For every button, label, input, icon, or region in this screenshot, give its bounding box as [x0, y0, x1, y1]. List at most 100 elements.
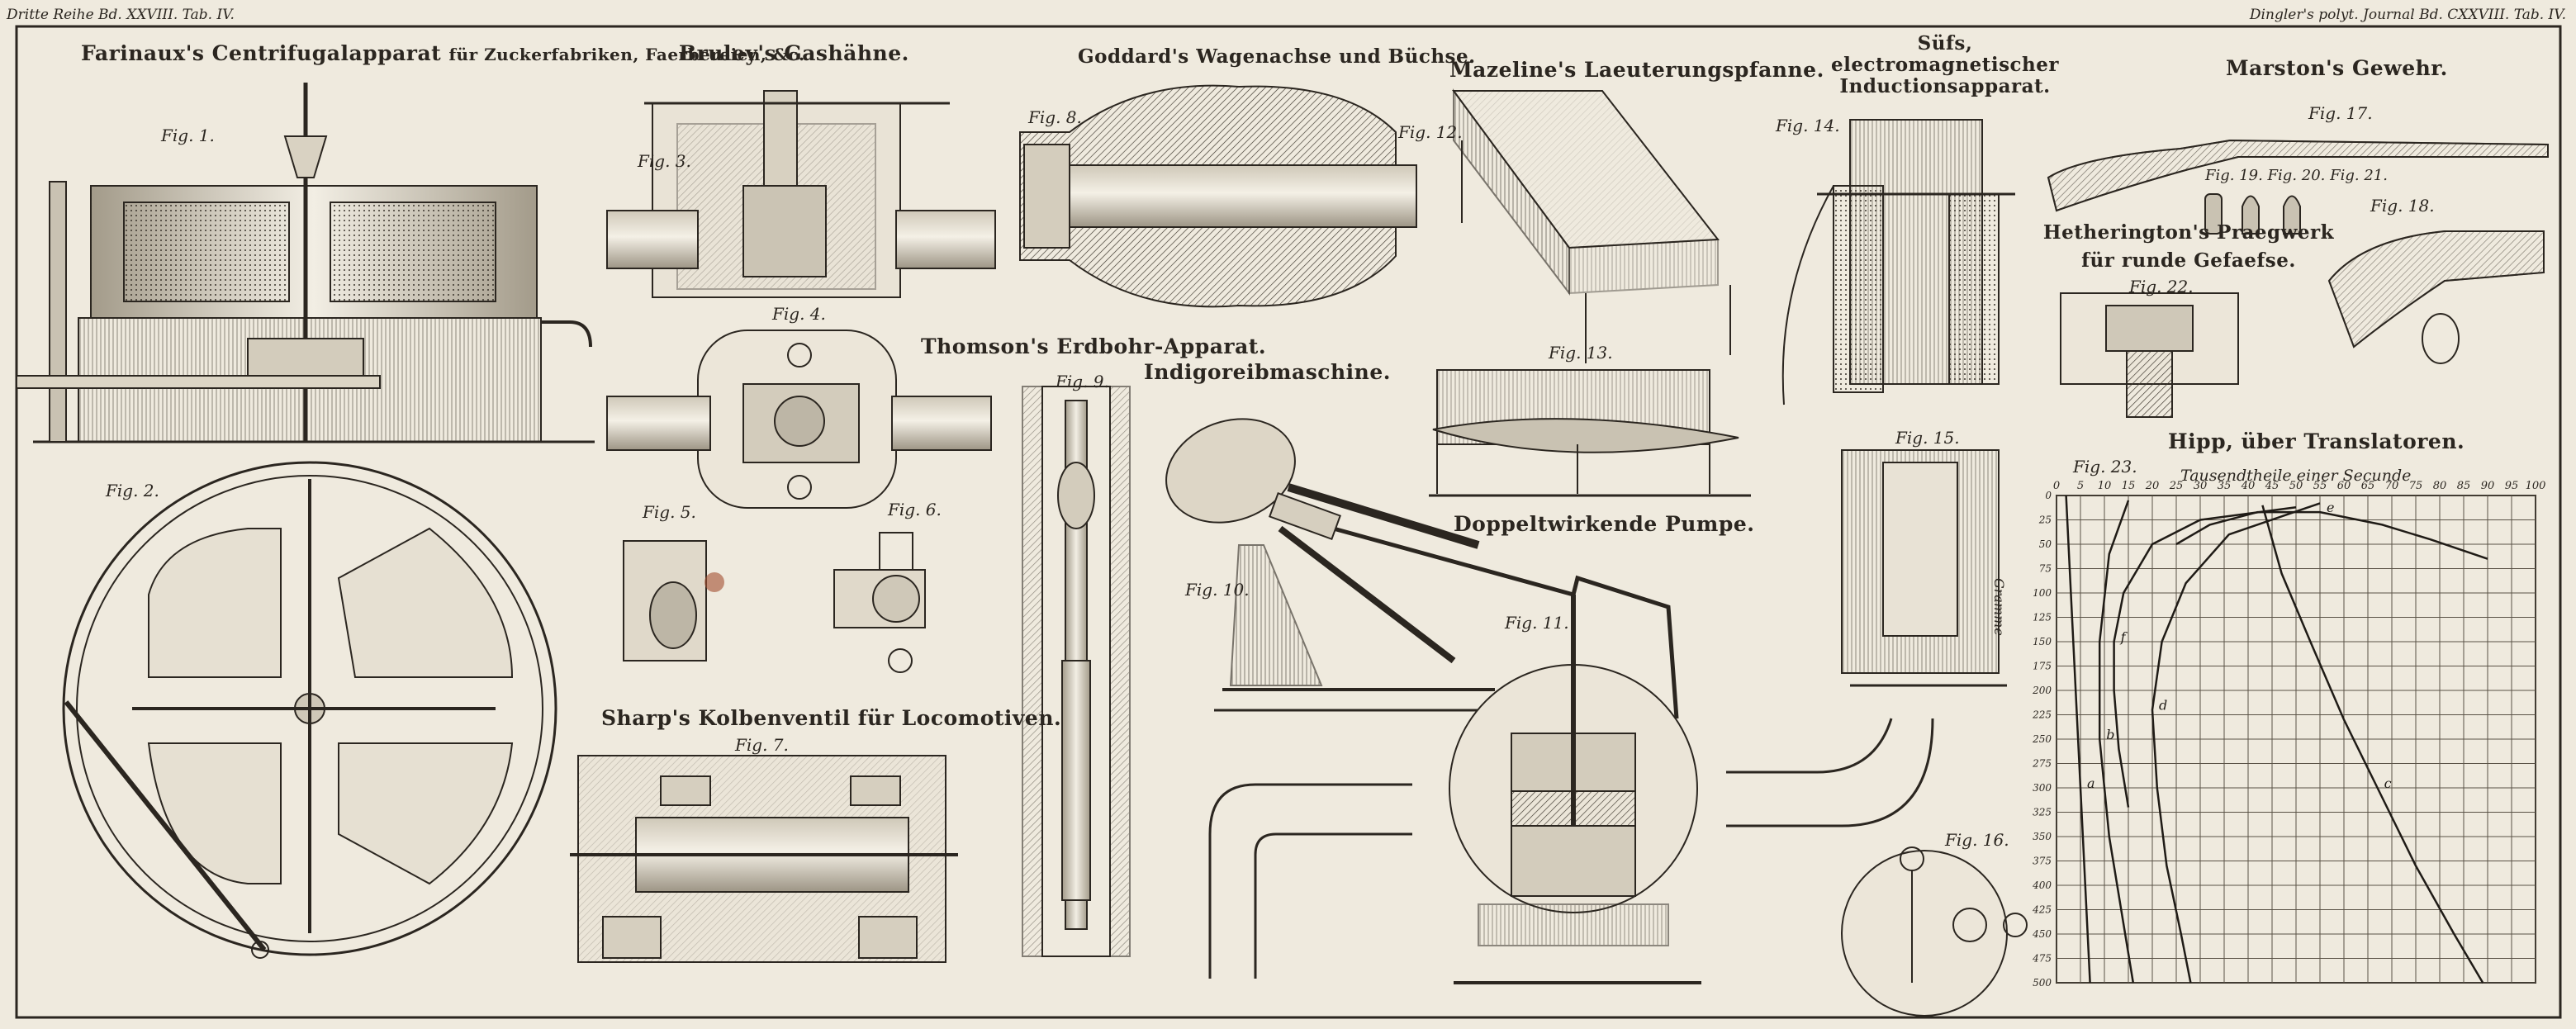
- title-indigo: Indigoreibmaschine.: [1144, 360, 1391, 384]
- chart-series-label-c: c: [2384, 775, 2392, 791]
- fig11-pump-drawing: [1208, 491, 1934, 984]
- chart-series-label-d: d: [2159, 698, 2167, 714]
- chart-series-a: [2065, 495, 2091, 984]
- chart-series-f: [2113, 505, 2297, 808]
- title-sharp: Sharp's Kolbenventil für Locomotiven.: [601, 706, 1062, 730]
- chart-series-d: [2151, 502, 2321, 984]
- fig-label-12: Fig. 12.: [1398, 122, 1463, 142]
- chart-xtick-label: 100: [2526, 480, 2546, 492]
- chart-ytick-label: 300: [2033, 782, 2052, 794]
- chart-xtick-label: 90: [2481, 480, 2495, 492]
- chart-series-label-a: a: [2087, 775, 2095, 791]
- chart-series-e: [2175, 510, 2488, 560]
- chart-ytick-label: 50: [2039, 538, 2052, 550]
- title-farinaux-main: Farinaux's Centrifugalapparat: [81, 41, 442, 65]
- fig8-axle-drawing: [1019, 84, 1417, 308]
- chart-series-label-f: f: [2120, 629, 2128, 645]
- fig-label-4: Fig. 4.: [772, 304, 826, 324]
- chart-xtick-label: 70: [2385, 480, 2399, 492]
- fig-label-5: Fig. 5.: [643, 502, 696, 522]
- fig13-pan-section-drawing: [1429, 369, 1751, 497]
- fig17-rifle-drawing: [2047, 139, 2549, 212]
- title-thomson: Thomson's Erdbohr-Apparat.: [921, 334, 1267, 358]
- chart-xtick-label: 5: [2077, 480, 2084, 492]
- title-marston: Marston's Gewehr.: [2226, 56, 2448, 80]
- chart-xtick-label: 30: [2194, 480, 2208, 492]
- fig1-centrifuge-drawing: [16, 83, 595, 443]
- fig-label-9: Fig. 9.: [1056, 372, 1109, 391]
- header-right: Dingler's polyt. Journal Bd. CXXVIII. Ta…: [2249, 7, 2566, 23]
- chart-ytick-label: 150: [2033, 636, 2052, 647]
- fig5-fig6-drawing: [623, 532, 926, 673]
- chart-ytick-label: 450: [2032, 928, 2052, 940]
- chart-ytick-label: 425: [2032, 904, 2052, 916]
- title-goddard: Goddard's Wagenachse und Büchse.: [1078, 45, 1476, 68]
- chart-ytick-label: 350: [2033, 831, 2052, 842]
- chart-xtick-label: 35: [2218, 480, 2232, 492]
- fig-label-17: Fig. 17.: [2308, 103, 2373, 123]
- fig15-induction-coil-drawing: [1841, 449, 2007, 687]
- fig9-earth-drill-drawing: [1022, 386, 1131, 957]
- fig-label-13: Fig. 13.: [1549, 343, 1613, 363]
- title-farinaux: Farinaux's Centrifugalapparat für Zucker…: [81, 41, 805, 65]
- chart-xtick-label: 95: [2505, 480, 2519, 492]
- fig-label-15: Fig. 15.: [1895, 428, 1960, 448]
- fig-label-6: Fig. 6.: [888, 500, 942, 519]
- chart-xtick-label: 40: [2241, 480, 2256, 492]
- fig10-indigo-mill-drawing: [1165, 418, 1495, 712]
- fig-label-19-21: Fig. 19. Fig. 20. Fig. 21.: [2205, 167, 2388, 184]
- fig22-press-drawing: [2060, 292, 2239, 418]
- chart-ylabel: Gramme: [1991, 578, 2007, 636]
- chart-series-b: [2098, 500, 2135, 984]
- chart-xtick-label: 0: [2053, 480, 2060, 492]
- fig14-induction-coil-drawing: [1781, 119, 2015, 405]
- title-mazeline: Mazeline's Laeuterungspfanne.: [1449, 58, 1824, 82]
- title-hetherington: Hetherington's Praegwerk für runde Gefae…: [2042, 221, 2335, 272]
- chart-series-c: [2261, 505, 2484, 984]
- chart-xtick-label: 65: [2361, 480, 2375, 492]
- chart-xtick-label: 15: [2122, 480, 2136, 492]
- chart-ytick-label: 375: [2033, 856, 2052, 867]
- fig2-centrifuge-plan-drawing: [62, 461, 557, 959]
- chart-xtick-label: 20: [2145, 480, 2160, 492]
- fig-label-10: Fig. 10.: [1185, 580, 1250, 600]
- chart-xtick-label: 75: [2409, 480, 2423, 492]
- chart-xtick-label: 25: [2169, 480, 2184, 492]
- chart-ytick-label: 175: [2033, 661, 2052, 672]
- fig-label-1: Fig. 1.: [161, 126, 215, 145]
- chart-ytick-label: 100: [2033, 587, 2052, 599]
- title-farinaux-sub: für Zuckerfabriken, Faerbereien, &c.: [448, 45, 805, 64]
- chart-ytick-label: 125: [2033, 612, 2052, 624]
- chart-ytick-label: 75: [2039, 563, 2052, 575]
- fig18-lock-drawing: [2327, 230, 2545, 364]
- chart-xtick-label: 85: [2457, 480, 2471, 492]
- fig-label-2: Fig. 2.: [106, 481, 159, 500]
- fig-label-11: Fig. 11.: [1505, 613, 1569, 633]
- fig7-piston-valve-drawing: [570, 755, 958, 963]
- fig19-21-cartridges-drawing: [2204, 193, 2301, 235]
- fig-label-7: Fig. 7.: [735, 735, 789, 755]
- chart-xlabel: Tausendtheile einer Secunde: [2180, 467, 2412, 485]
- fig3-gascock-drawing: [606, 90, 996, 298]
- fig-label-23: Fig. 23.: [2073, 457, 2137, 477]
- chart-ytick-label: 200: [2032, 685, 2052, 696]
- fig12-pan-drawing: [1452, 88, 1731, 363]
- fig-label-16: Fig. 16.: [1945, 830, 2009, 850]
- chart-ytick-label: 500: [2033, 977, 2052, 989]
- chart-xtick-label: 45: [2265, 480, 2279, 492]
- chart-series-label-b: b: [2106, 727, 2114, 742]
- chart-ytick-label: 0: [2045, 490, 2052, 501]
- chart-xtick-label: 80: [2433, 480, 2447, 492]
- fig-label-22: Fig. 22.: [2129, 277, 2194, 296]
- plate-border: [15, 25, 2562, 1019]
- chart-ytick-label: 25: [2038, 514, 2052, 526]
- fig-label-8: Fig. 8.: [1028, 107, 1082, 127]
- title-bruley: Bruley's Gashähne.: [679, 41, 909, 65]
- fig-label-14: Fig. 14.: [1776, 116, 1840, 135]
- chart-xtick-label: 55: [2313, 480, 2327, 492]
- chart-xtick-label: 50: [2289, 480, 2303, 492]
- chart-ytick-label: 275: [2032, 758, 2052, 770]
- header-left: Dritte Reihe Bd. XXVIII. Tab. IV.: [7, 7, 235, 23]
